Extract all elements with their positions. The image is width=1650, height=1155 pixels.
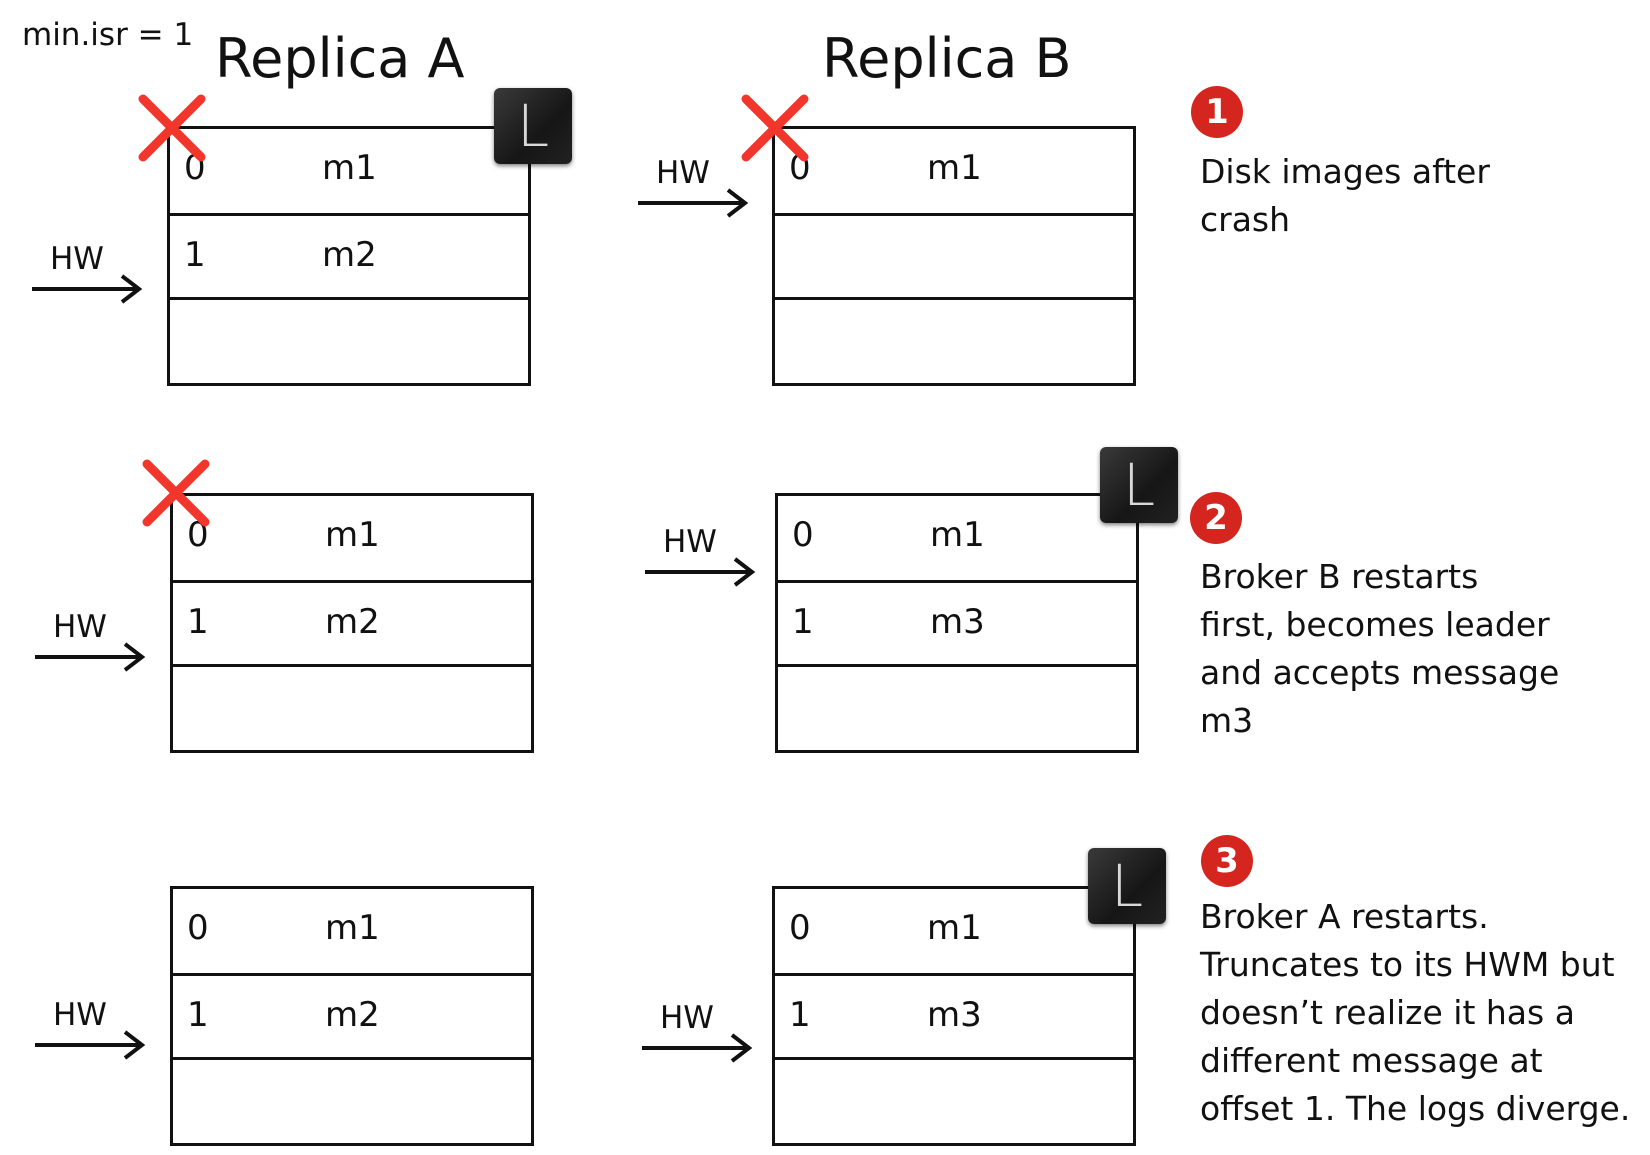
replica-b-log-step-3: 0 m1 1 m3	[772, 886, 1136, 1146]
hw-pointer-a-step-1: HW	[32, 244, 147, 314]
hw-label: HW	[660, 1000, 714, 1036]
message-label: m2	[322, 235, 377, 275]
replica-a-title: Replica A	[215, 27, 465, 90]
message-label: m3	[927, 995, 982, 1035]
log-row: 1 m2	[173, 580, 531, 664]
hw-arrow-icon	[642, 1033, 753, 1063]
crash-x-icon	[741, 94, 809, 162]
step-1-description: Disk images after crash	[1200, 152, 1490, 239]
offset-label: 1	[184, 235, 206, 275]
step-2-description: Broker B restarts first, becomes leader …	[1200, 557, 1560, 740]
hw-arrow-icon	[35, 642, 146, 672]
log-row	[775, 213, 1133, 297]
hw-pointer-b-step-3: HW	[642, 1003, 757, 1073]
log-row: 0 m1	[775, 889, 1133, 973]
replica-a-log-step-2: 0 m1 1 m2	[170, 493, 534, 753]
leader-badge-icon: L	[1088, 848, 1166, 924]
message-label: m3	[930, 602, 985, 642]
message-label: m1	[927, 148, 982, 188]
message-label: m1	[325, 515, 380, 555]
crash-x-icon	[142, 459, 210, 527]
log-row	[775, 297, 1133, 383]
hw-arrow-icon	[638, 188, 749, 218]
offset-label: 0	[187, 908, 209, 948]
replica-a-log-step-1: 0 m1 1 m2	[167, 126, 531, 386]
log-row	[173, 664, 531, 750]
step-2-number: 2	[1190, 492, 1242, 544]
hw-pointer-a-step-2: HW	[35, 612, 150, 682]
offset-label: 1	[187, 602, 209, 642]
hw-label: HW	[50, 241, 104, 277]
replica-b-log-step-1: 0 m1	[772, 126, 1136, 386]
log-row: 1 m3	[778, 580, 1136, 664]
hw-arrow-icon	[32, 274, 143, 304]
hw-pointer-b-step-1: HW	[638, 158, 753, 228]
message-label: m2	[325, 602, 380, 642]
hw-label: HW	[656, 155, 710, 191]
log-row: 0 m1	[173, 889, 531, 973]
log-row: 1 m2	[170, 213, 528, 297]
hw-label: HW	[53, 609, 107, 645]
offset-label: 0	[789, 908, 811, 948]
min-isr-label: min.isr = 1	[22, 17, 194, 53]
hw-label: HW	[53, 997, 107, 1033]
replica-b-title: Replica B	[822, 27, 1072, 90]
hw-arrow-icon	[35, 1030, 146, 1060]
log-row: 0 m1	[173, 496, 531, 580]
hw-arrow-icon	[645, 557, 756, 587]
log-row	[173, 1057, 531, 1143]
log-row: 1 m2	[173, 973, 531, 1057]
hw-pointer-b-step-2: HW	[645, 527, 760, 597]
leader-badge-icon: L	[494, 88, 572, 164]
offset-label: 1	[187, 995, 209, 1035]
log-row: 1 m3	[775, 973, 1133, 1057]
step-3-number: 3	[1201, 835, 1253, 887]
replica-b-log-step-2: 0 m1 1 m3	[775, 493, 1139, 753]
log-row: 0 m1	[778, 496, 1136, 580]
leader-badge-icon: L	[1100, 447, 1178, 523]
message-label: m2	[325, 995, 380, 1035]
log-row: 0 m1	[170, 129, 528, 213]
crash-x-icon	[138, 94, 206, 162]
message-label: m1	[930, 515, 985, 555]
log-row: 0 m1	[775, 129, 1133, 213]
message-label: m1	[322, 148, 377, 188]
hw-pointer-a-step-3: HW	[35, 1000, 150, 1070]
step-1-number: 1	[1191, 86, 1243, 138]
message-label: m1	[927, 908, 982, 948]
log-row	[170, 297, 528, 383]
offset-label: 0	[792, 515, 814, 555]
log-row	[775, 1057, 1133, 1143]
message-label: m1	[325, 908, 380, 948]
offset-label: 1	[792, 602, 814, 642]
hw-label: HW	[663, 524, 717, 560]
offset-label: 1	[789, 995, 811, 1035]
log-row	[778, 664, 1136, 750]
replica-a-log-step-3: 0 m1 1 m2	[170, 886, 534, 1146]
step-3-description: Broker A restarts. Truncates to its HWM …	[1200, 897, 1631, 1128]
offset-label: 0	[187, 515, 209, 555]
